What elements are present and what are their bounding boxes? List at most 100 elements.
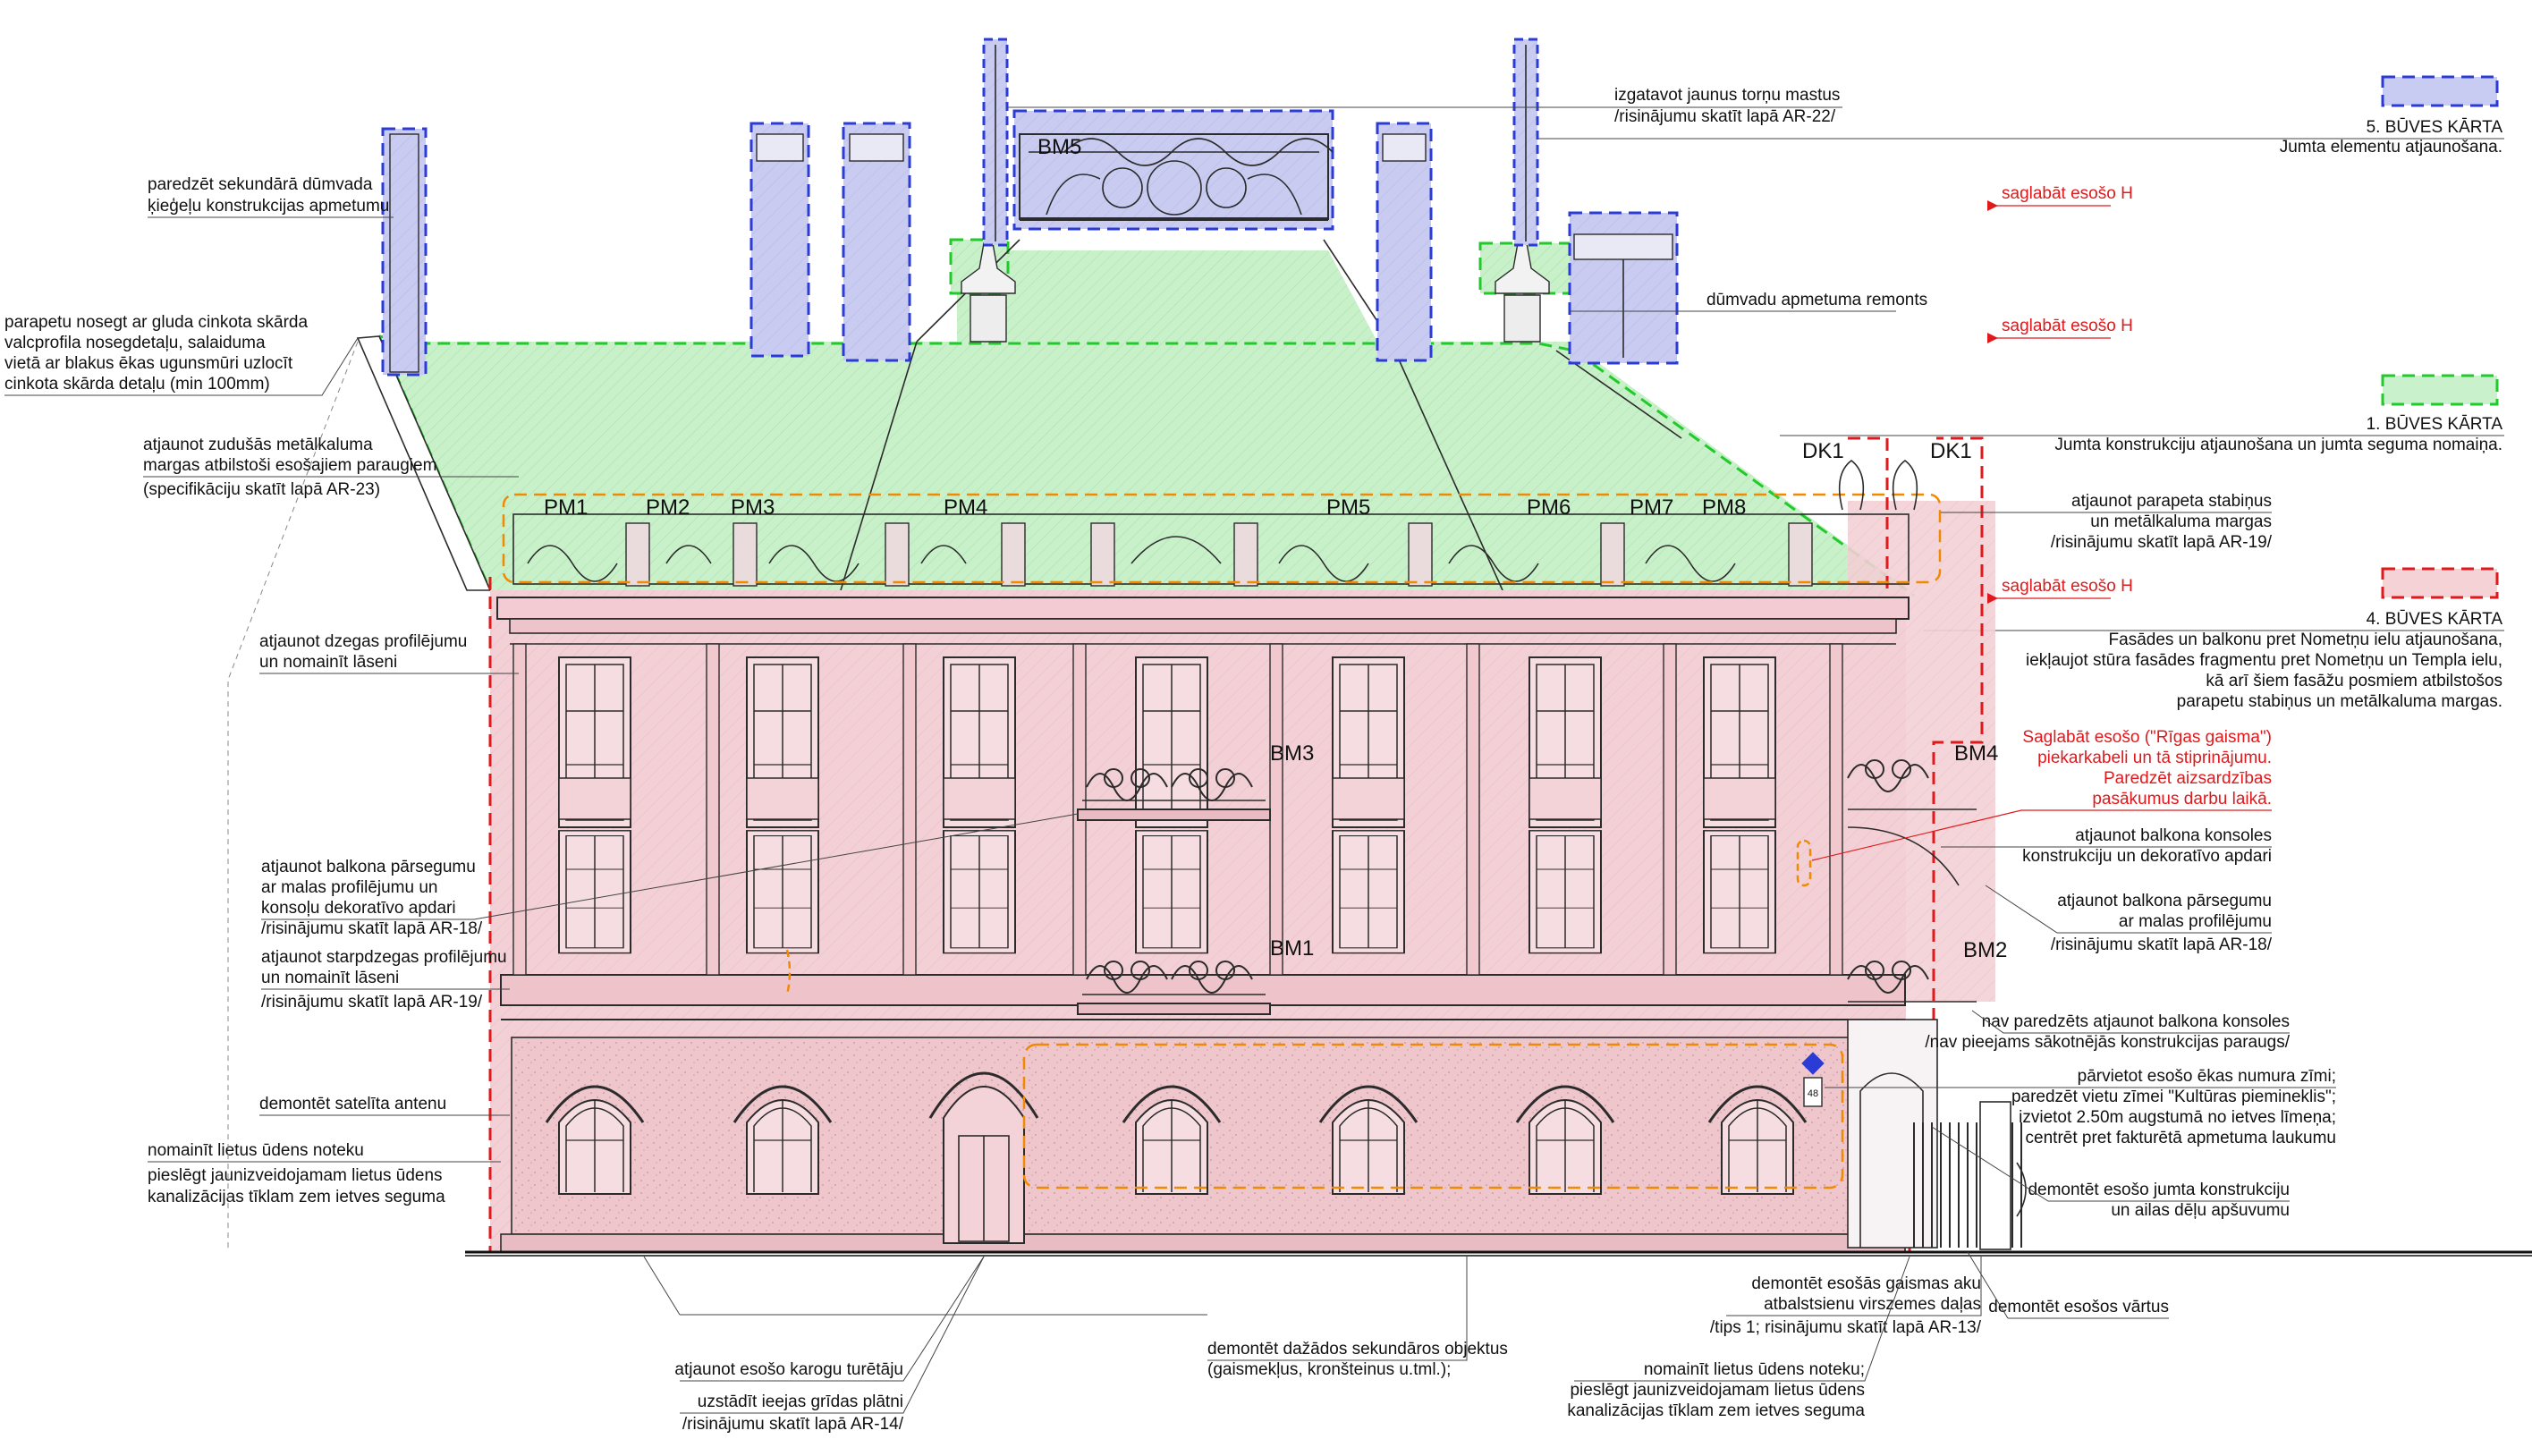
element-tags: BM5 BM3 BM1 BM4 BM2 DK1 DK1 PM1 PM2 PM3 … (544, 135, 2007, 962)
note-left-7: demontēt satelīta antenu (259, 1095, 446, 1113)
note-left-1-l2: ķieģeļu konstrukcijas apmetumu (148, 197, 389, 216)
note-left-6-l1: atjaunot starpdzegas profilējumu (261, 948, 507, 967)
legend-swatch-stage-5 (2381, 75, 2499, 107)
note-right-3-l1: atjaunot balkona pārsegumu (2057, 892, 2272, 910)
note-right-1-l2: un metālkaluma margas (2090, 512, 2272, 531)
note-left-4-l2: un nomainīt lāseni (259, 653, 397, 672)
legend-swatch-stage-4 (2381, 567, 2499, 599)
roof-stage-1-zone (356, 238, 1915, 597)
note-left-3-l3: (specifikāciju skatīt lapā AR-23) (143, 480, 380, 499)
top-annotations: izgatavot jaunus torņu mastus /risinājum… (1007, 86, 1927, 312)
note-left-3-l1: atjaunot zudušās metālkaluma (143, 436, 373, 454)
tag-dk1-left: DK1 (1802, 439, 1844, 463)
note-top-1-l1: izgatavot jaunus torņu mastus (1614, 86, 1840, 105)
note-right-4-l2: /nav pieejams sākotnējās konstrukcijas p… (1925, 1033, 2290, 1052)
tag-bm1: BM1 (1270, 936, 1314, 961)
tag-bm5: BM5 (1037, 135, 1081, 159)
tag-bm3: BM3 (1270, 741, 1314, 766)
note-left-1-l1: paredzēt sekundārā dūmvada (148, 175, 373, 194)
chimneys-stage-5 (381, 38, 1679, 377)
note-left-5-l2: ar malas profilējumu un (261, 878, 437, 897)
tag-pm5: PM5 (1326, 495, 1370, 520)
side-structure-gate (1847, 1019, 2027, 1250)
balcony-bm2 (1847, 961, 1977, 1003)
balcony-bm1 (1077, 961, 1271, 1015)
note-left-5-l4: /risinājumu skatīt lapā AR-18/ (261, 919, 483, 938)
note-left-8-l1: nomainīt lietus ūdens noteku (148, 1141, 364, 1160)
legend-stage-4-desc-1: Fasādes un balkonu pret Nometņu ielu atj… (2109, 631, 2502, 649)
note-bottom-1-l3: /tips 1; risinājumu skatīt lapā AR-13/ (1710, 1318, 1982, 1337)
note-level-3: saglabāt esošo H (2002, 577, 2133, 596)
tag-pm8: PM8 (1702, 495, 1746, 520)
note-right-3-l3: /risinājumu skatīt lapā AR-18/ (2051, 935, 2273, 954)
parapet-balustrade (512, 513, 1910, 587)
note-right-3-l2: ar malas profilējumu (2119, 912, 2272, 931)
tag-bm2: BM2 (1963, 938, 2007, 962)
note-bottom-1-l2: atbalstsienu virszemes daļas (1764, 1295, 1981, 1314)
note-red-block-l3: Paredzēt aizsardzības (2104, 769, 2272, 788)
note-left-2-l2: valcprofila nosegdetaļu, salaiduma (4, 334, 266, 352)
legend-stage-5-label: 5. BŪVES KĀRTA (2367, 118, 2503, 137)
legend-stage-4-desc-4: parapetu stabiņus un metālkaluma margas. (2177, 692, 2502, 711)
note-left-3-l2: margas atbilstoši esošajiem paraugiem (143, 456, 436, 475)
note-left-8-l2: pieslēgt jaunizveidojamam lietus ūdens (148, 1166, 443, 1185)
note-level-2: saglabāt esošo H (2002, 317, 2133, 335)
level-notes: saglabāt esošo H saglabāt esošo H saglab… (1987, 184, 2133, 604)
note-red-block-l4: pasākumus darbu laikā. (2092, 790, 2272, 808)
bottom-annotations: demontēt esošās gaismas aku atbalstsienu… (643, 1251, 2169, 1434)
note-bottom-4-l1: uzstādīt ieejas grīdas plātni (698, 1393, 903, 1411)
note-right-5-l1: pārvietot esošo ēkas numura zīmi; (2078, 1067, 2336, 1086)
note-right-2-l1: atjaunot balkona konsoles (2075, 826, 2272, 845)
left-annotations: paredzēt sekundārā dūmvada ķieģeļu konst… (4, 175, 1079, 1252)
note-right-1-l1: atjaunot parapeta stabiņus (2071, 492, 2272, 511)
house-number: 48 (1808, 1088, 1818, 1099)
note-red-block-l1: Saglabāt esošo ("Rīgas gaisma") (2022, 728, 2272, 747)
note-bottom-1-l1: demontēt esošās gaismas aku (1751, 1274, 1981, 1293)
facade-stage-4-zone: 48 (488, 436, 1995, 1254)
note-red-block-l2: piekarkabeli un tā stiprinājumu. (2037, 749, 2272, 767)
note-bottom-6-l1: nomainīt lietus ūdens noteku; (1644, 1360, 1865, 1379)
tag-bm4: BM4 (1954, 741, 1998, 766)
note-right-5-l3: izvietot 2.50m augstumā no ietves līmeņa… (2019, 1108, 2336, 1127)
roof-cresting-bm5 (1019, 133, 1334, 221)
legend-stage-1-desc: Jumta konstrukciju atjaunošana un jumta … (2054, 436, 2502, 454)
legend-stage-4-desc-3: kā arī šiem fasāžu posmiem atbilstošos (2206, 672, 2502, 690)
tag-pm6: PM6 (1527, 495, 1571, 520)
legend-stage-5-desc: Jumta elementu atjaunošana. (2280, 138, 2502, 157)
balcony-bm3 (1077, 768, 1271, 821)
tag-pm1: PM1 (544, 495, 588, 520)
note-left-2-l1: parapetu nosegt ar gluda cinkota skārda (4, 313, 308, 332)
note-bottom-4-l2: /risinājumu skatīt lapā AR-14/ (682, 1415, 904, 1434)
note-left-8-l3: kanalizācijas tīklam zem ietves seguma (148, 1188, 445, 1206)
legend: 5. BŪVES KĀRTA Jumta elementu atjaunošan… (1520, 75, 2504, 711)
note-top-1-l2: /risinājumu skatīt lapā AR-22/ (1614, 107, 1836, 126)
legend-swatch-stage-1 (2381, 374, 2499, 406)
note-left-4-l1: atjaunot dzegas profilējumu (259, 632, 467, 651)
note-left-6-l3: /risinājumu skatīt lapā AR-19/ (261, 993, 483, 1012)
note-level-1: saglabāt esošo H (2002, 184, 2133, 203)
note-bottom-6-l3: kanalizācijas tīklam zem ietves seguma (1567, 1401, 1865, 1420)
legend-stage-4-desc-2: iekļaujot stūra fasādes fragmentu pret N… (2026, 651, 2502, 670)
entrance-door (928, 1071, 1039, 1244)
note-left-5-l3: konsoļu dekoratīvo apdari (261, 899, 456, 918)
legend-stage-1-label: 1. BŪVES KĀRTA (2367, 415, 2503, 434)
note-right-6-l1: demontēt esošo jumta konstrukciju (2028, 1181, 2290, 1199)
note-bottom-5-l1: demontēt dažādos sekundāros objektus (1207, 1340, 1508, 1359)
note-right-5-l2: paredzēt vietu zīmei "Kultūras pieminekl… (2011, 1088, 2336, 1106)
note-right-5-l4: centrēt pret fakturētā apmetuma laukumu (2026, 1129, 2336, 1147)
note-right-6-l2: un ailas dēļu apšuvumu (2111, 1201, 2290, 1220)
note-top-2: dūmvadu apmetuma remonts (1706, 291, 1927, 309)
tag-pm2: PM2 (646, 495, 690, 520)
note-right-4-l1: nav paredzēts atjaunot balkona konsoles (1982, 1012, 2290, 1031)
note-left-5-l1: atjaunot balkona pārsegumu (261, 858, 476, 876)
note-bottom-6-l2: pieslēgt jaunizveidojamam lietus ūdens (1570, 1381, 1865, 1400)
balcony-bm4 (1847, 759, 1977, 886)
note-left-2-l3: vietā ar blakus ēkas ugunsmūri uzlocīt (4, 354, 293, 373)
note-left-6-l2: un nomainīt lāseni (261, 969, 399, 987)
tag-dk1-right: DK1 (1930, 439, 1972, 463)
legend-stage-4-label: 4. BŪVES KĀRTA (2367, 610, 2503, 629)
note-right-1-l3: /risinājumu skatīt lapā AR-19/ (2051, 533, 2273, 552)
note-bottom-5-l2: (gaismekļus, kronšteinus u.tml.); (1207, 1360, 1451, 1379)
note-bottom-3: atjaunot esošo karogu turētāju (674, 1360, 903, 1379)
